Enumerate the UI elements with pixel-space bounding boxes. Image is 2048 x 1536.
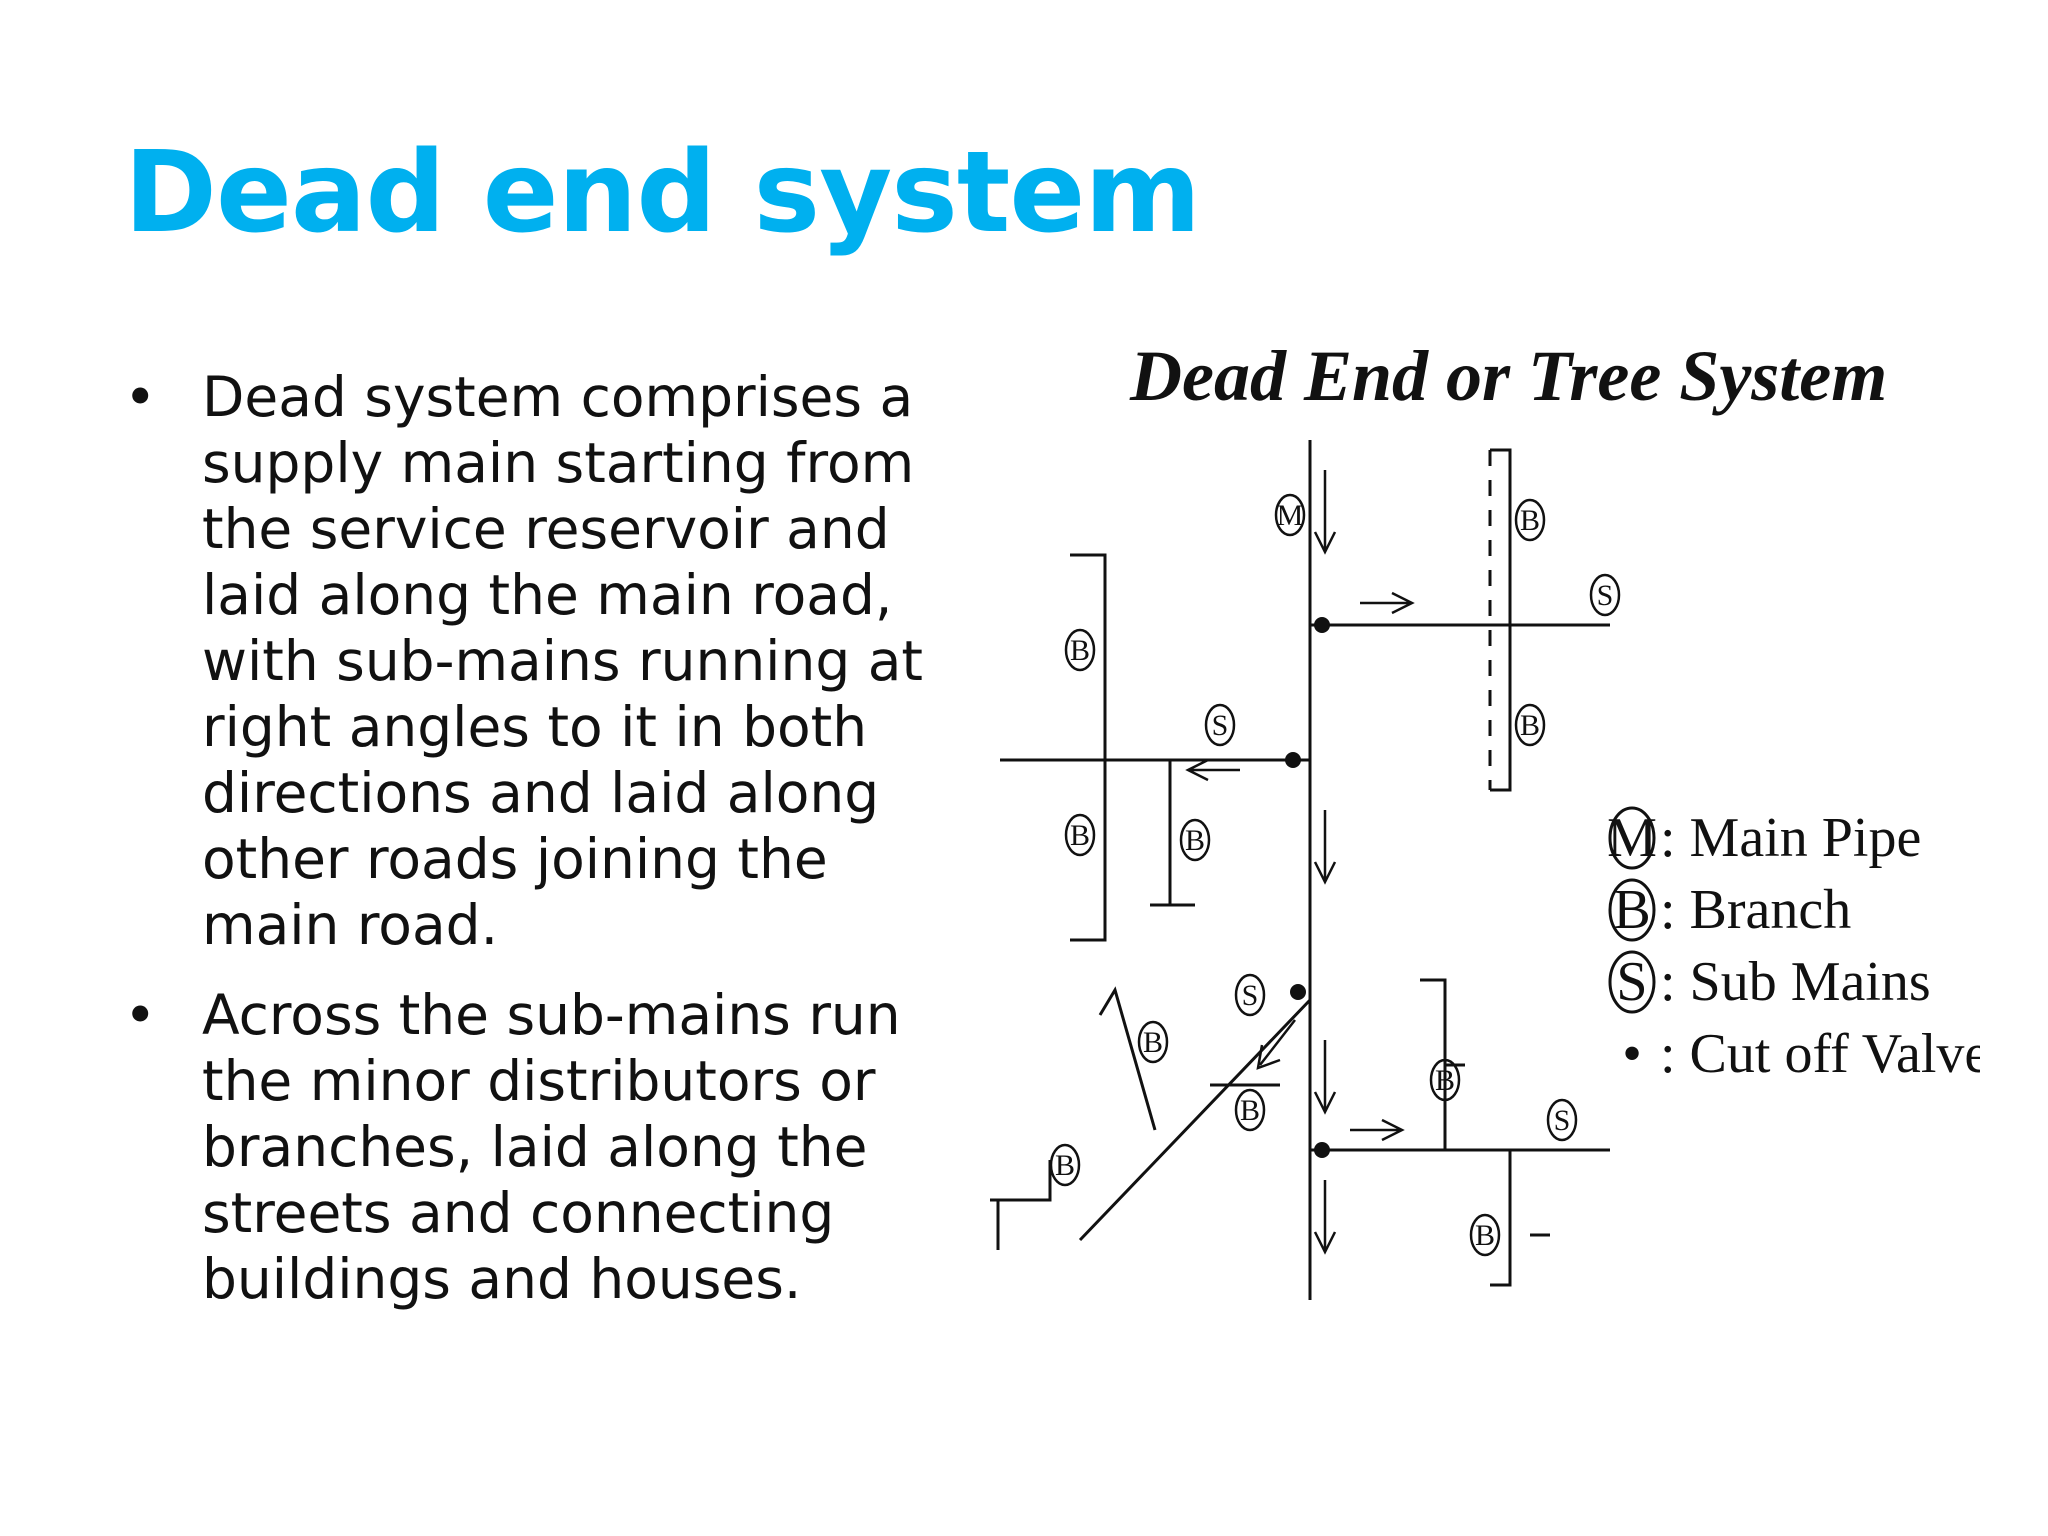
legend-circle-icon bbox=[1608, 950, 1656, 1014]
branch-left-inner bbox=[1150, 760, 1195, 907]
legend-circle-icon bbox=[1608, 806, 1656, 870]
label-circle-icon bbox=[1514, 703, 1546, 747]
label-b: B bbox=[1185, 824, 1205, 857]
label-b: B bbox=[1475, 1219, 1495, 1252]
flow-arrow-icon bbox=[1313, 1180, 1337, 1255]
flow-arrow-icon bbox=[1360, 591, 1415, 615]
label-circle-icon bbox=[1589, 573, 1621, 617]
branch-upper-right bbox=[1490, 448, 1512, 792]
valve-icon bbox=[1285, 752, 1301, 768]
legend-text: : Sub Mains bbox=[1660, 951, 1931, 1013]
dead-end-diagram: Dead End or Tree System bbox=[990, 336, 1980, 1300]
label-circle-icon bbox=[1179, 818, 1211, 862]
label-circle-icon bbox=[1546, 1098, 1578, 1142]
label-b: B bbox=[1520, 504, 1540, 537]
bullet-text: Across the sub-mains run the minor distr… bbox=[202, 983, 901, 1311]
label-m: M bbox=[1277, 499, 1304, 532]
legend-symbol: • bbox=[1622, 1023, 1642, 1085]
label-s: S bbox=[1242, 979, 1259, 1012]
valve-icon bbox=[1290, 984, 1306, 1000]
label-circle-icon bbox=[1064, 813, 1096, 857]
label-s: S bbox=[1554, 1104, 1571, 1137]
submain-diagonal bbox=[1078, 998, 1312, 1242]
flow-arrow-icon bbox=[1313, 810, 1337, 885]
bullet-dot-icon: • bbox=[124, 365, 157, 429]
legend: M : Main Pipe B : Branch S : Sub Mains •… bbox=[1607, 806, 1980, 1085]
label-s: S bbox=[1597, 579, 1614, 612]
bullet-text: Dead system comprises a supply main star… bbox=[202, 365, 923, 957]
slide-title: Dead end system bbox=[124, 128, 1201, 258]
legend-symbol: M bbox=[1607, 807, 1657, 869]
label-s: S bbox=[1212, 709, 1229, 742]
flow-arrow-icon bbox=[1313, 470, 1337, 555]
bullet-list: • Dead system comprises a supply main st… bbox=[124, 364, 944, 1336]
label-circle-icon bbox=[1274, 493, 1306, 537]
label-circle-icon bbox=[1234, 1088, 1266, 1132]
label-b: B bbox=[1240, 1094, 1260, 1127]
bullet-dot-icon: • bbox=[124, 983, 157, 1047]
label-circle-icon bbox=[1234, 973, 1266, 1017]
flow-arrow-icon bbox=[1185, 758, 1240, 782]
label-circle-icon bbox=[1469, 1213, 1501, 1257]
label-b: B bbox=[1143, 1026, 1163, 1059]
label-circle-icon bbox=[1064, 628, 1096, 672]
label-circle-icon bbox=[1049, 1143, 1081, 1187]
legend-text: : Main Pipe bbox=[1660, 807, 1921, 869]
label-circle-icon bbox=[1204, 703, 1236, 747]
valve-icon bbox=[1314, 617, 1330, 633]
flow-arrow-icon bbox=[1256, 1019, 1296, 1070]
legend-symbol: S bbox=[1616, 951, 1647, 1013]
branch-left-outer bbox=[1070, 553, 1107, 942]
label-circle-icon bbox=[1429, 1058, 1461, 1102]
branch-diagonal-left bbox=[990, 1160, 1052, 1250]
diagram-title: Dead End or Tree System bbox=[1129, 336, 1887, 416]
branch-diagonal-top bbox=[1098, 986, 1157, 1131]
legend-symbol: B bbox=[1613, 879, 1650, 941]
branch-lower-right-bottom bbox=[1490, 1150, 1550, 1287]
valve-icon bbox=[1314, 1142, 1330, 1158]
flow-arrow-icon bbox=[1350, 1118, 1405, 1142]
branch-lower-right-top bbox=[1420, 978, 1447, 1150]
label-circle-icon bbox=[1514, 498, 1546, 542]
label-circle-icon bbox=[1137, 1020, 1169, 1064]
legend-circle-icon bbox=[1608, 878, 1656, 942]
bullet-item: • Across the sub-mains run the minor dis… bbox=[124, 982, 944, 1312]
legend-text: : Branch bbox=[1660, 879, 1851, 941]
bullet-item: • Dead system comprises a supply main st… bbox=[124, 364, 944, 958]
label-b: B bbox=[1070, 634, 1090, 667]
label-b: B bbox=[1055, 1149, 1075, 1182]
label-b: B bbox=[1520, 709, 1540, 742]
label-b: B bbox=[1070, 819, 1090, 852]
label-b: B bbox=[1435, 1064, 1455, 1097]
flow-arrow-icon bbox=[1313, 1040, 1337, 1115]
legend-text: : Cut off Valves bbox=[1660, 1023, 1980, 1085]
